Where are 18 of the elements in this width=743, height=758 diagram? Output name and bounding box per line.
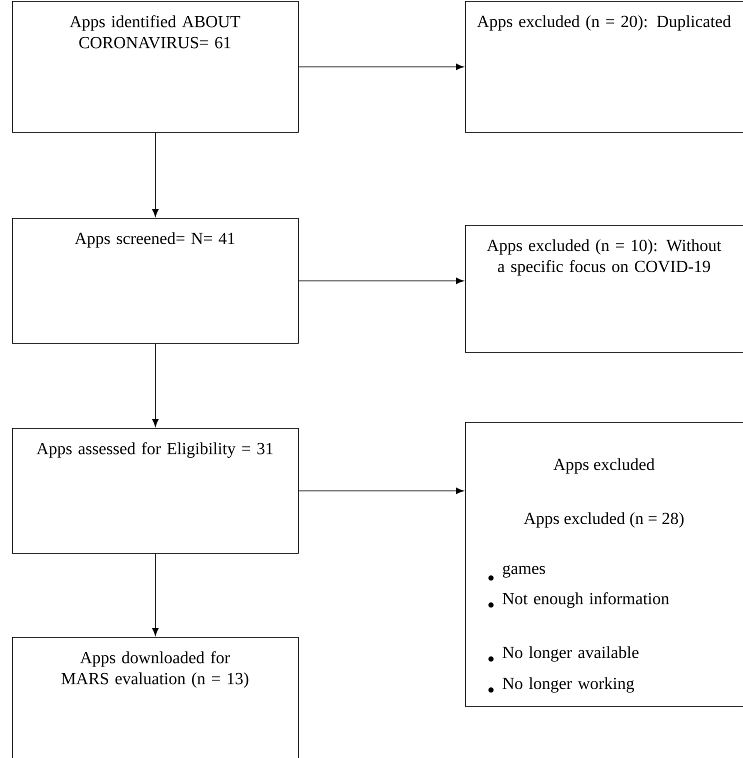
box-heading: Apps excluded — [553, 458, 655, 474]
arrow — [152, 343, 159, 427]
box-text: Apps excluded (n = 10): Without a specific focus on COVID-19 — [486, 239, 722, 276]
box-text: Apps assessed for Eligibility = 31 — [36, 442, 273, 458]
bullet-item: games — [502, 565, 546, 578]
bullet-item: Not enough information — [502, 592, 670, 608]
arrow — [152, 553, 159, 636]
arrow — [298, 488, 464, 494]
box-text: Apps screened= N= 41 — [74, 232, 234, 248]
box-text: Apps identified ABOUT CORONAVIRUS= 61 — [70, 15, 240, 48]
arrow — [298, 278, 464, 284]
bullet-item: No longer available — [502, 646, 639, 662]
arrow — [298, 64, 464, 70]
box-text: Apps downloaded for MARS evaluation (n = 13) — [61, 651, 248, 688]
arrow — [152, 132, 159, 217]
box-text: Apps excluded (n = 28) — [524, 512, 684, 528]
box-text: Apps excluded (n = 20): Duplicated — [477, 15, 731, 31]
bullet-item: No longer working — [502, 677, 634, 693]
